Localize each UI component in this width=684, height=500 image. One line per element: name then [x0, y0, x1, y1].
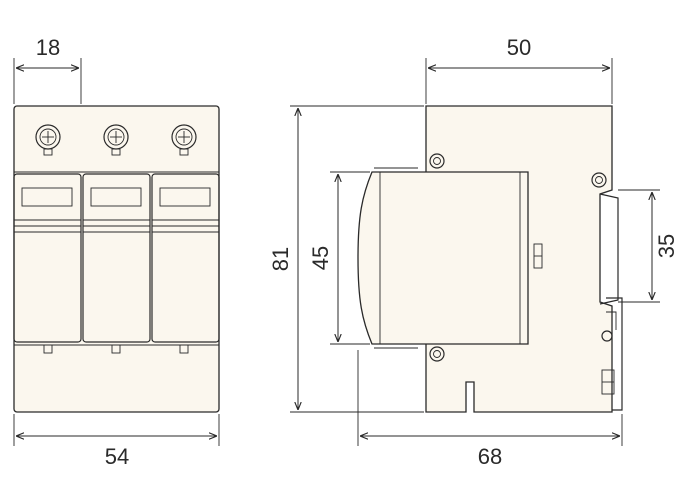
dimension-label-50: 50: [507, 35, 531, 60]
pole-module-3: [151, 173, 220, 354]
dimension-45: 45: [308, 171, 370, 345]
dimension-35: 35: [618, 189, 679, 303]
dimension-label-18: 18: [36, 35, 60, 60]
front-view: 18 54: [13, 35, 220, 469]
dimension-label-45: 45: [308, 246, 333, 270]
dimension-label-68: 68: [478, 444, 502, 469]
side-screw-top: [429, 153, 445, 169]
dimension-50: 50: [425, 35, 613, 104]
dimension-54: 54: [13, 414, 220, 469]
dimension-label-35: 35: [654, 234, 679, 258]
dimension-68: 68: [357, 350, 623, 469]
terminal-screw-2: [103, 124, 129, 156]
pole-module-2: [82, 173, 151, 354]
plug-module: [357, 171, 529, 345]
terminal-screw-1: [35, 124, 61, 156]
dimension-label-54: 54: [105, 444, 129, 469]
pole-module-1: [13, 173, 82, 354]
side-screw-bottom: [429, 346, 445, 362]
rail-screw-lower: [601, 330, 613, 342]
terminal-screw-3: [171, 124, 197, 156]
rail-screw: [591, 172, 607, 188]
side-view: 50 81 45 35 68: [268, 35, 679, 469]
din-rail-clip: [599, 193, 623, 411]
dimension-label-81: 81: [268, 247, 293, 271]
dimension-81: 81: [268, 105, 424, 413]
dimension-18: 18: [13, 35, 82, 104]
